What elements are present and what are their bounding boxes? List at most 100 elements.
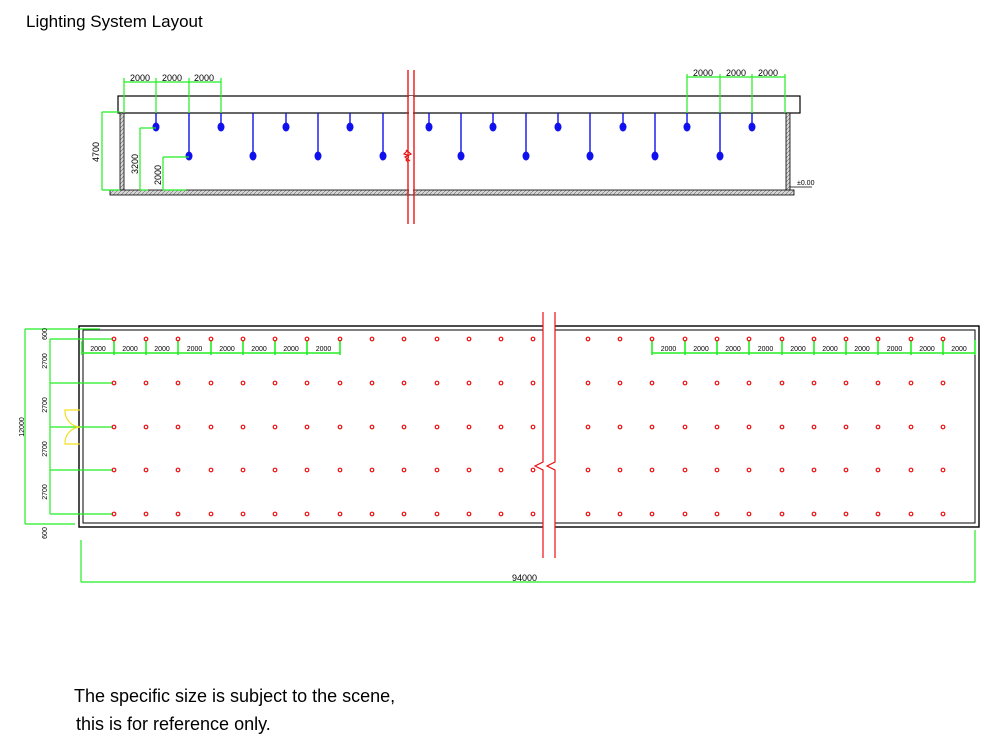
light-point-icon (337, 467, 343, 473)
dim-row: 600 (42, 328, 49, 340)
left-wall (119, 112, 125, 192)
light-point-icon (811, 511, 817, 517)
light-point-icon (746, 336, 752, 342)
pendant-light-icon (217, 113, 225, 132)
light-point-icon (466, 380, 472, 386)
pendant-light-icon (651, 113, 659, 161)
light-point-icon (649, 380, 655, 386)
light-point-icon (304, 336, 310, 342)
light-point-icon (111, 467, 117, 473)
pendant-light-icon (619, 113, 627, 132)
light-point-icon (143, 380, 149, 386)
dim-height-total: 4700 (91, 142, 101, 162)
pendant-light-icon (489, 113, 497, 132)
dim-label: 2000 (822, 346, 838, 353)
light-point-icon (843, 424, 849, 430)
light-point-icon (940, 467, 946, 473)
light-point-icon (585, 424, 591, 430)
light-point-icon (369, 380, 375, 386)
light-point-icon (843, 380, 849, 386)
dim-label: 2000 (726, 68, 746, 78)
note-line-2: this is for reference only. (76, 714, 271, 734)
dim-label: 2000 (661, 346, 677, 353)
dim-row: 2700 (42, 353, 49, 369)
light-point-icon (585, 336, 591, 342)
light-point-icon (208, 467, 214, 473)
light-point-icon (466, 336, 472, 342)
light-point-icon (940, 511, 946, 517)
light-point-icon (875, 336, 881, 342)
light-point-icon (337, 511, 343, 517)
dim-height-long: 2000 (153, 165, 163, 185)
dim-row: 2700 (42, 441, 49, 457)
light-point-icon (369, 424, 375, 430)
light-point-icon (649, 424, 655, 430)
light-point-icon (240, 511, 246, 517)
light-point-icon (240, 380, 246, 386)
light-point-icon (530, 467, 536, 473)
pendant-light-icon (716, 113, 724, 161)
roof-beam (117, 95, 801, 114)
elevation-lights (152, 113, 756, 161)
pendant-light-icon (314, 113, 322, 161)
light-point-icon (649, 511, 655, 517)
light-point-icon (908, 336, 914, 342)
light-point-icon (746, 511, 752, 517)
light-point-icon (337, 380, 343, 386)
light-point-icon (811, 424, 817, 430)
dim-label: 2000 (251, 346, 267, 353)
light-point-icon (811, 336, 817, 342)
light-point-icon (466, 511, 472, 517)
light-point-icon (304, 424, 310, 430)
light-point-icon (434, 424, 440, 430)
dim-label: 2000 (951, 346, 967, 353)
elevation-view: ±0.00 2000 2000 2000 2000 2000 2000 (91, 68, 815, 224)
light-point-icon (272, 424, 278, 430)
light-point-icon (940, 380, 946, 386)
light-point-icon (714, 336, 720, 342)
light-point-icon (746, 467, 752, 473)
light-point-icon (240, 336, 246, 342)
light-point-icon (175, 336, 181, 342)
light-point-icon (111, 424, 117, 430)
light-point-icon (434, 467, 440, 473)
light-point-icon (304, 511, 310, 517)
dim-label: 2000 (693, 68, 713, 78)
pendant-light-icon (586, 113, 594, 161)
light-point-icon (272, 336, 278, 342)
light-point-icon (272, 511, 278, 517)
light-point-icon (908, 467, 914, 473)
light-point-icon (530, 380, 536, 386)
pendant-light-icon (457, 113, 465, 161)
light-point-icon (143, 336, 149, 342)
light-point-icon (682, 380, 688, 386)
light-point-icon (779, 511, 785, 517)
light-point-icon (175, 424, 181, 430)
light-point-icon (585, 380, 591, 386)
light-point-icon (811, 467, 817, 473)
light-point-icon (908, 380, 914, 386)
light-point-icon (714, 511, 720, 517)
light-point-icon (304, 467, 310, 473)
plan-depth-dims (24, 328, 112, 525)
light-point-icon (908, 511, 914, 517)
light-point-icon (617, 380, 623, 386)
light-point-icon (272, 380, 278, 386)
dim-depth-total: 12000 (19, 417, 26, 437)
light-point-icon (714, 424, 720, 430)
elevation-top-dims-right (686, 74, 786, 113)
dim-row: 2700 (42, 484, 49, 500)
pendant-light-icon (683, 113, 691, 132)
light-point-icon (175, 380, 181, 386)
light-point-icon (175, 467, 181, 473)
dim-label: 2000 (187, 346, 203, 353)
page-title: Lighting System Layout (26, 12, 203, 31)
light-point-icon (337, 336, 343, 342)
floor-slab (109, 189, 795, 196)
light-point-icon (875, 380, 881, 386)
floor-level-label: ±0.00 (797, 180, 815, 187)
light-point-icon (649, 467, 655, 473)
pendant-light-icon (152, 113, 160, 132)
